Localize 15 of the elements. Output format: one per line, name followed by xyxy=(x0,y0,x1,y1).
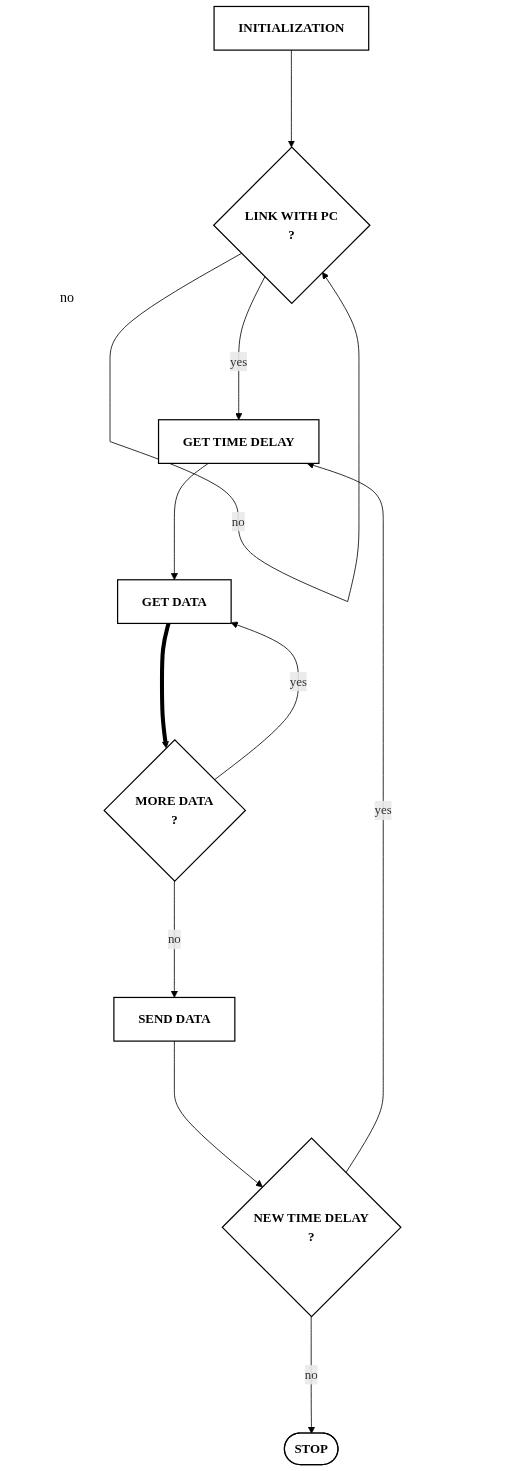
note-text: no xyxy=(60,290,74,306)
edge-label: yes xyxy=(230,354,248,368)
node-box: GET TIME DELAY xyxy=(157,419,320,464)
edge-label: no xyxy=(304,1367,318,1382)
node-box: SEND DATA xyxy=(113,996,236,1042)
node-diamond: MORE DATA ? xyxy=(103,738,247,882)
edge-label: no xyxy=(167,931,181,946)
edge-label: yes xyxy=(289,674,308,689)
edge-label: yes xyxy=(374,803,392,817)
node-box: INITIALIZATION xyxy=(213,5,370,51)
node-box: GET DATA xyxy=(117,579,232,625)
edge-label: no xyxy=(231,514,245,529)
arrow xyxy=(159,622,171,749)
node-diamond: NEW TIME DELAY ? xyxy=(221,1137,402,1318)
node-diamond: LINK WITH PC ? xyxy=(212,146,371,305)
